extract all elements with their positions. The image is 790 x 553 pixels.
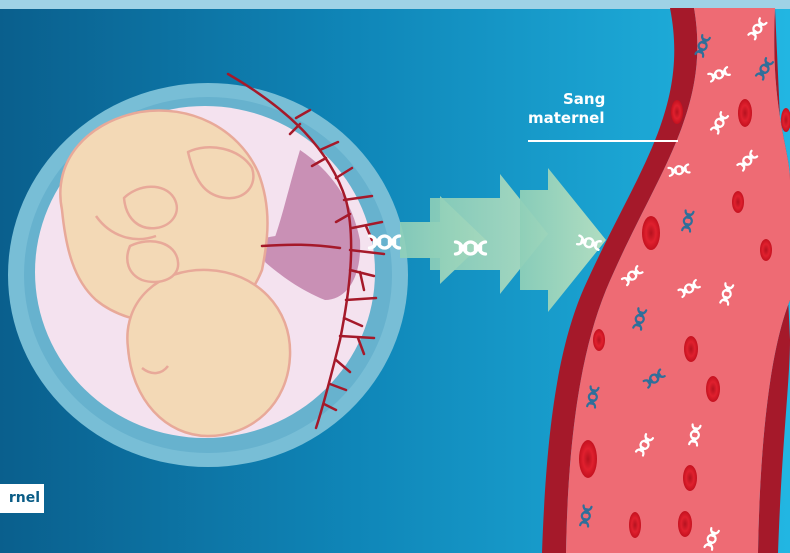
red-blood-cell-icon xyxy=(579,440,597,478)
maternal-blood-label: Sang maternel xyxy=(528,90,678,128)
red-blood-cell-icon xyxy=(642,216,660,250)
red-blood-cell-icon xyxy=(684,336,698,362)
red-blood-cell-icon xyxy=(738,99,752,127)
maternal-blood-label-line2: maternel xyxy=(528,109,678,128)
cropped-label: rnel xyxy=(0,484,44,513)
red-blood-cell-icon xyxy=(678,511,692,537)
red-blood-cell-icon xyxy=(732,191,744,213)
top-band xyxy=(0,0,790,9)
red-blood-cell-icon xyxy=(593,329,605,351)
label-underline xyxy=(528,140,678,142)
red-blood-cell-icon xyxy=(706,376,720,402)
red-blood-cell-icon xyxy=(683,465,697,491)
maternal-blood-label-line1: Sang xyxy=(528,90,678,109)
red-blood-cell-icon xyxy=(760,239,772,261)
red-blood-cell-icon xyxy=(629,512,641,538)
